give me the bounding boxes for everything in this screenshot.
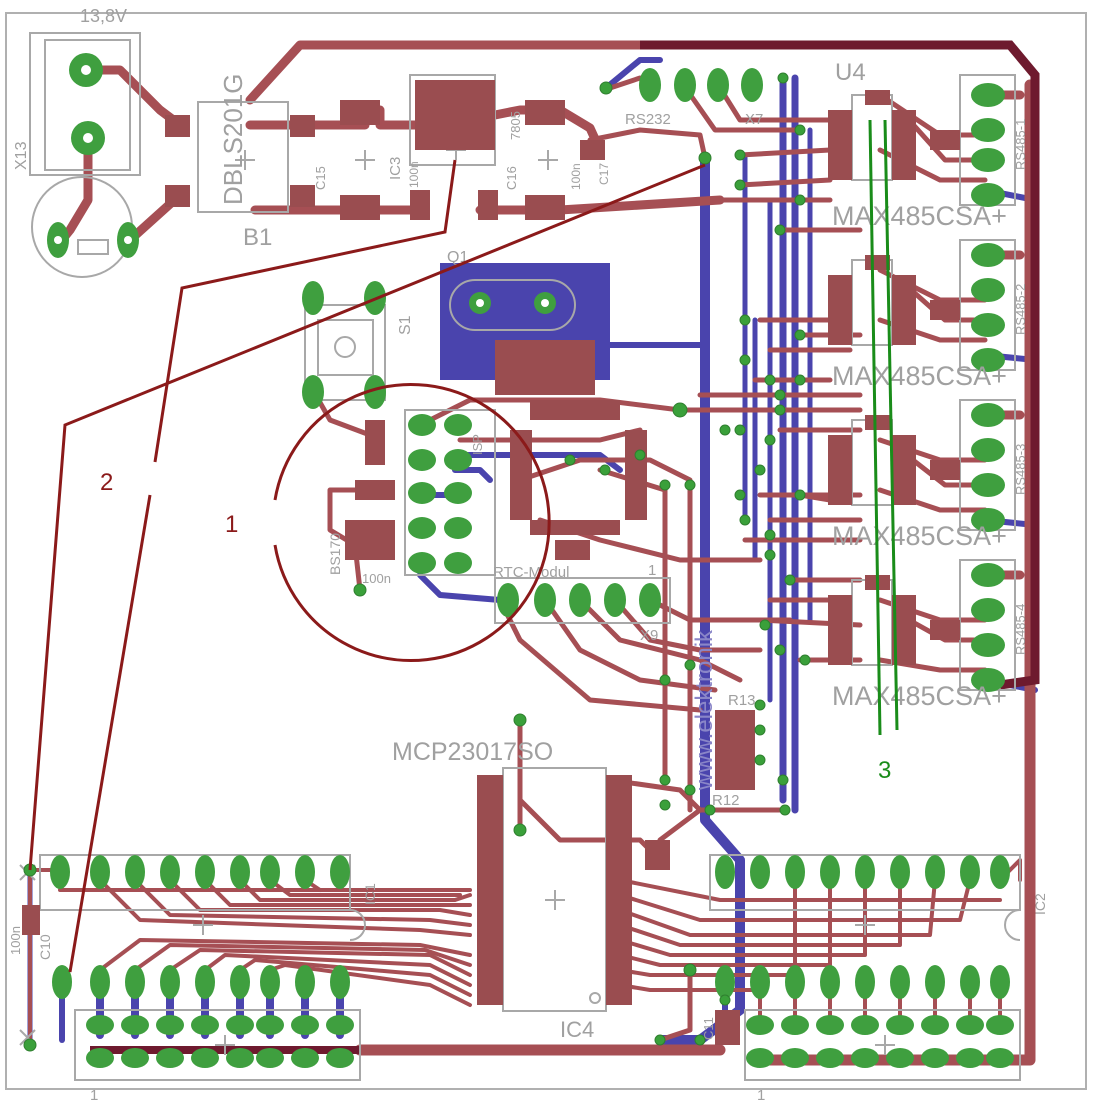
x9-label: X9 bbox=[640, 627, 658, 644]
header1-pin-label: 1 bbox=[90, 1087, 98, 1104]
c7805-label: 7805 bbox=[508, 111, 523, 140]
gnd-rail bbox=[640, 40, 1040, 690]
rs485-4-label: RS485-4 bbox=[1013, 604, 1028, 655]
annotation-line-3b bbox=[883, 119, 899, 731]
ic1-label: IC1 bbox=[362, 883, 378, 905]
x7-label: X7 bbox=[745, 111, 763, 128]
c100n-b-label: 100n bbox=[569, 163, 583, 190]
max485-1-label: MAX485CSA+ bbox=[832, 201, 1007, 231]
silkscreen-text: 13,8V X13 DBLS201G B1 C15 IC3 100n C16 7… bbox=[8, 6, 1048, 1104]
bottom-watermark-text: www.elektronik bbox=[691, 629, 718, 791]
u4-label: U4 bbox=[835, 59, 866, 86]
x13-label: X13 bbox=[13, 141, 30, 170]
vias bbox=[23, 72, 811, 1052]
b1-label: B1 bbox=[243, 224, 272, 251]
rs485-2-label: RS485-2 bbox=[1013, 284, 1028, 335]
r13-label: R13 bbox=[728, 692, 756, 709]
smd-pads bbox=[22, 80, 960, 1045]
annotation-label-3: 3 bbox=[878, 757, 891, 784]
c10-value-label: 100n bbox=[8, 926, 23, 955]
c10-label: C10 bbox=[37, 934, 53, 960]
pin1-label: 1 bbox=[648, 562, 656, 579]
annotation-label-2: 2 bbox=[100, 469, 113, 496]
tht-pads bbox=[47, 53, 1014, 1068]
c16-label: C16 bbox=[504, 166, 519, 190]
voltage-label: 13,8V bbox=[80, 6, 127, 26]
max485-4-label: MAX485CSA+ bbox=[832, 681, 1007, 711]
r12-label: R12 bbox=[712, 792, 740, 809]
annotation-line-2 bbox=[28, 163, 706, 871]
rs485-3-label: RS485-3 bbox=[1013, 444, 1028, 495]
annotations: 1 2 3 bbox=[28, 119, 899, 973]
c17-label: C17 bbox=[597, 163, 611, 185]
mcp-label: MCP23017SO bbox=[392, 738, 553, 766]
ic4-label: IC4 bbox=[560, 1017, 594, 1042]
header2-pin-label: 1 bbox=[757, 1087, 765, 1104]
bottom-copper-layer bbox=[27, 57, 1038, 1048]
rtc-label: RTC-Modul bbox=[493, 564, 569, 581]
ic3-label: IC3 bbox=[387, 157, 404, 180]
s1-label: S1 bbox=[397, 315, 414, 335]
annotation-line-2b bbox=[153, 159, 457, 463]
bs170-label: BS170 bbox=[327, 533, 343, 575]
c11-label: C11 bbox=[701, 1017, 716, 1040]
annotation-circle-1 bbox=[273, 383, 551, 662]
ic2-label: IC2 bbox=[1032, 893, 1048, 915]
annotation-line-3a bbox=[868, 119, 882, 736]
max485-3-label: MAX485CSA+ bbox=[832, 521, 1007, 551]
bridge-label: DBLS201G bbox=[218, 73, 248, 205]
rs485-1-label: RS485-1 bbox=[1013, 119, 1028, 170]
rs232-label: RS232 bbox=[625, 111, 671, 128]
c15-label: C15 bbox=[313, 166, 328, 190]
c100n-c-label: 100n bbox=[362, 571, 391, 586]
annotation-label-1: 1 bbox=[225, 511, 238, 538]
ic-top-label: ISP bbox=[470, 434, 485, 455]
annotation-line-2c bbox=[68, 494, 152, 973]
c100n-a-label: 100n bbox=[407, 161, 421, 188]
max485-2-label: MAX485CSA+ bbox=[832, 361, 1007, 391]
